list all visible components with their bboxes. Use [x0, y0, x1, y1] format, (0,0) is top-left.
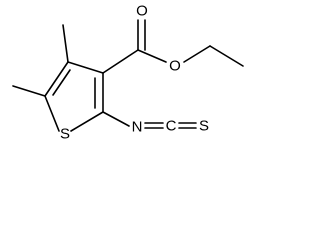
isothiocyanate-sulfur-label: S: [199, 118, 209, 135]
thiophene-ester-structure: S N C S O O: [12, 3, 244, 143]
atom-labels: S N C S O O: [60, 3, 209, 143]
bond-ch2-ch3: [209, 45, 244, 67]
bond-s-c5: [44, 95, 60, 132]
bond-c3-carbonyl: [102, 49, 139, 74]
bond-carbonyl-ester-o: [137, 49, 167, 63]
methyl-bond-c5: [12, 85, 46, 97]
bond-c5-c4-double: [52, 69, 71, 96]
isothiocyanate-group: [102, 111, 197, 129]
ring-sulfur-label: S: [60, 126, 70, 143]
bond-c4-c3: [67, 61, 104, 74]
thiophene-ring: [44, 61, 104, 132]
bond-c2-s: [70, 111, 104, 132]
bond-c5-c4: [44, 61, 69, 97]
isothiocyanate-carbon-label: C: [166, 118, 177, 135]
methyl-bond-c4: [62, 24, 69, 63]
bond-ester-o-ch2: [183, 45, 211, 63]
bond-c2-n: [102, 111, 130, 127]
isothiocyanate-nitrogen-label: N: [132, 119, 143, 136]
methyl-groups: [12, 24, 69, 97]
ethyl-ester-group: [102, 19, 244, 74]
carbonyl-oxygen-label: O: [136, 3, 148, 20]
ester-oxygen-label: O: [169, 58, 181, 75]
